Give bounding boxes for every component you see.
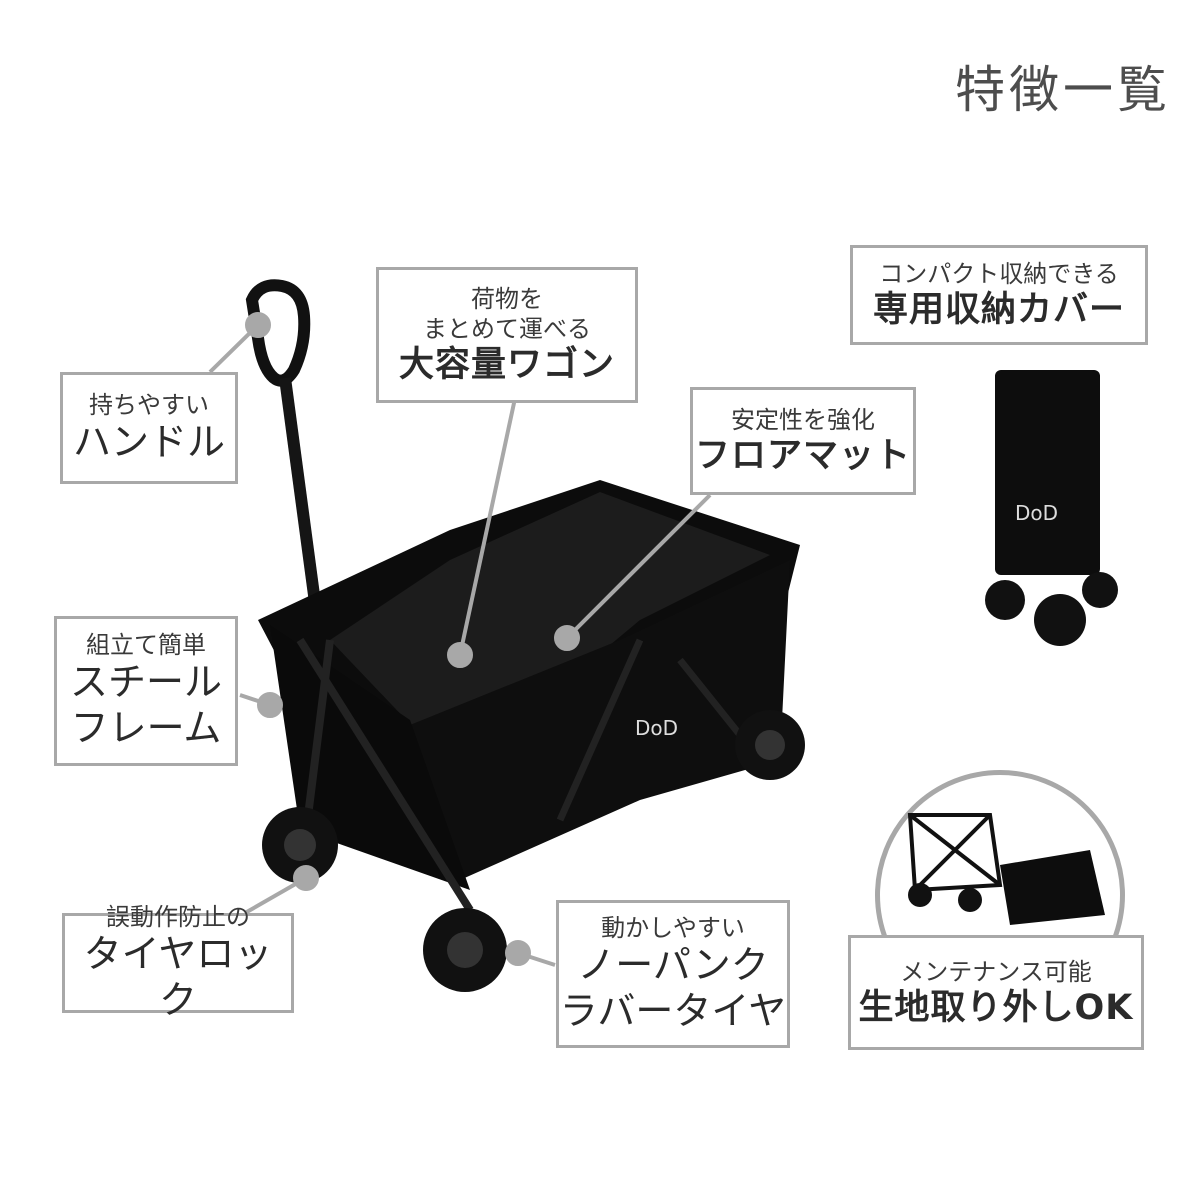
callout-storage-cover-sub: コンパクト収納できる [879, 260, 1119, 288]
callout-capacity-main: 大容量ワゴン [398, 345, 615, 385]
callout-floor-mat-sub: 安定性を強化 [731, 406, 875, 434]
wagon-image: DoD [245, 279, 805, 992]
callout-capacity-sub1: 荷物を [471, 285, 543, 313]
callout-maintenance-main: 生地取り外しOK [858, 987, 1134, 1028]
svg-text:DoD: DoD [1015, 501, 1058, 525]
callout-tires-main2: ラバータイヤ [559, 989, 787, 1033]
detached-fabric-image [907, 813, 1105, 925]
svg-text:DoD: DoD [635, 716, 678, 740]
connectors [208, 312, 712, 967]
callout-capacity-sub2: まとめて運べる [423, 315, 591, 343]
page-title: 特徴一覧 [955, 61, 1171, 119]
callout-tires-main1: ノーパンク [577, 943, 769, 988]
callout-tire-lock-main: タイヤロック [83, 932, 273, 1022]
callout-maintenance-sub: メンテナンス可能 [900, 957, 1092, 986]
callout-tire-lock-sub: 誤動作防止の [106, 903, 250, 932]
callout-handle-sub: 持ちやすい [89, 391, 209, 420]
callout-storage-cover-main: 専用収納カバー [872, 290, 1125, 330]
callout-maintenance: メンテナンス可能 生地取り外しOK [848, 935, 1144, 1050]
callout-frame-sub: 組立て簡単 [86, 631, 206, 660]
callout-handle-main: ハンドル [72, 420, 225, 465]
callout-tires: 動かしやすい ノーパンク ラバータイヤ [556, 900, 790, 1048]
callout-frame-main2: フレーム [70, 706, 222, 750]
callout-tire-lock: 誤動作防止の タイヤロック [62, 903, 294, 1022]
callout-floor-mat: 安定性を強化 フロアマット [690, 387, 916, 495]
callout-capacity: 荷物を まとめて運べる 大容量ワゴン [376, 267, 638, 403]
callout-tires-sub: 動かしやすい [601, 914, 745, 943]
callout-floor-mat-main: フロアマット [694, 436, 911, 476]
callout-handle: 持ちやすい ハンドル [60, 372, 238, 484]
callout-frame-main1: スチール [69, 660, 222, 705]
callout-frame: 組立て簡単 スチール フレーム [54, 616, 238, 766]
storage-cover-image: DoD [985, 370, 1118, 646]
callout-storage-cover: コンパクト収納できる 専用収納カバー [850, 245, 1148, 345]
